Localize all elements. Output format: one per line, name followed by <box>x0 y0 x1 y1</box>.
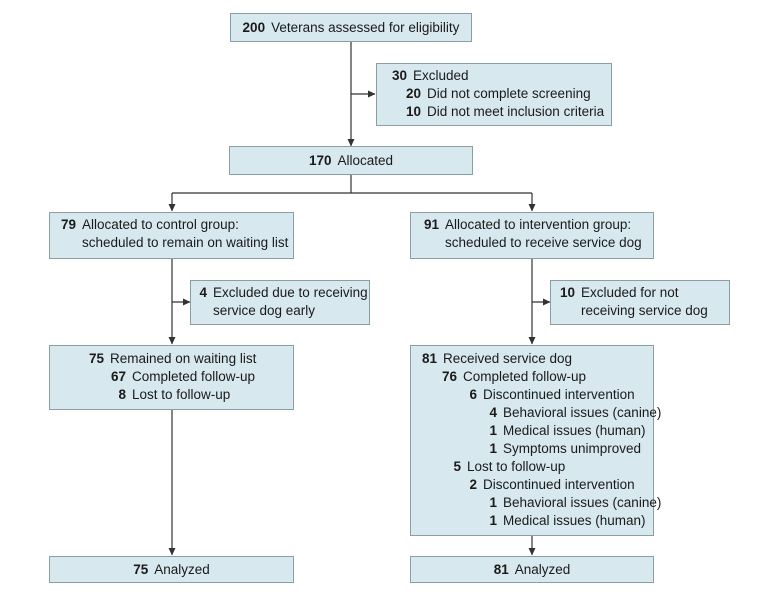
intervention-followup-count: 1 <box>489 495 497 510</box>
control-followup-count: 8 <box>118 387 126 402</box>
control-excluded-box: 4 Excluded due to receiving service dog e… <box>190 280 370 325</box>
control-followup-label: Lost to follow-up <box>132 387 231 402</box>
intervention-followup-item: 1 Medical issues (human) <box>419 422 645 440</box>
control-allocated-text-1: Allocated to control group: <box>82 217 239 232</box>
intervention-excluded-text-2: receiving service dog <box>581 303 708 318</box>
intervention-followup-label: Medical issues (human) <box>503 513 646 528</box>
excluded-item-count: 20 <box>405 86 421 101</box>
control-excluded-text-1: Excluded due to receiving <box>213 285 368 300</box>
assessed-box: 200 Veterans assessed for eligibility <box>230 13 472 42</box>
intervention-followup-count: 5 <box>453 459 461 474</box>
intervention-followup-count: 1 <box>489 423 497 438</box>
intervention-followup-label: Completed follow-up <box>463 369 587 384</box>
control-followup-count: 67 <box>110 369 126 384</box>
intervention-followup-count: 4 <box>489 405 497 420</box>
control-followup-label: Remained on waiting list <box>110 351 257 366</box>
intervention-followup-item: 76 Completed follow-up <box>419 368 645 386</box>
intervention-followup-count: 1 <box>489 513 497 528</box>
control-excluded-count: 4 <box>199 285 207 300</box>
excluded-label: Excluded <box>413 68 469 83</box>
intervention-excluded-line1: 10 Excluded for not <box>559 284 721 302</box>
excluded-item-label: Did not complete screening <box>427 86 591 101</box>
control-analyzed-count: 75 <box>133 562 149 577</box>
intervention-allocated-count: 91 <box>423 217 439 232</box>
control-allocated-box: 79 Allocated to control group: scheduled … <box>49 212 294 259</box>
control-followup-count: 75 <box>88 351 104 366</box>
excluded-header: 30 Excluded <box>385 67 603 85</box>
intervention-followup-item: 2 Discontinued intervention <box>419 476 645 494</box>
intervention-followup-label: Behavioral issues (canine) <box>503 495 662 510</box>
intervention-followup-count: 6 <box>469 387 477 402</box>
allocated-box: 170 Allocated <box>229 146 473 175</box>
intervention-followup-box: 81 Received service dog 76 Completed follo… <box>410 345 661 536</box>
allocated-count: 170 <box>308 153 332 168</box>
excluded-item: 20 Did not complete screening <box>385 85 603 103</box>
intervention-followup-count: 81 <box>421 351 437 366</box>
intervention-excluded-text-1: Excluded for not <box>581 285 679 300</box>
intervention-followup-item: 5 Lost to follow-up <box>419 458 645 476</box>
intervention-followup-label: Discontinued intervention <box>483 387 635 402</box>
intervention-followup-label: Medical issues (human) <box>503 423 646 438</box>
excluded-item-label: Did not meet inclusion criteria <box>427 104 605 119</box>
control-followup-label: Completed follow-up <box>132 369 256 384</box>
intervention-followup-count: 2 <box>469 477 477 492</box>
allocated-label: Allocated <box>337 153 394 168</box>
control-allocated-text-2: scheduled to remain on waiting list <box>82 235 289 250</box>
intervention-analyzed-box: 81 Analyzed <box>410 556 654 583</box>
intervention-followup-label: Behavioral issues (canine) <box>503 405 662 420</box>
intervention-analyzed-count: 81 <box>493 562 509 577</box>
control-followup-item: 75 Remained on waiting list <box>58 350 285 368</box>
excluded-count: 30 <box>391 68 407 83</box>
intervention-followup-label: Discontinued intervention <box>483 477 635 492</box>
intervention-analyzed-label: Analyzed <box>514 562 571 577</box>
intervention-followup-label: Received service dog <box>443 351 573 366</box>
intervention-followup-item: 1 Medical issues (human) <box>419 512 645 530</box>
excluded-item: 10 Did not meet inclusion criteria <box>385 103 605 121</box>
intervention-allocated-text-1: Allocated to intervention group: <box>445 217 632 232</box>
intervention-followup-item: 6 Discontinued intervention <box>419 386 645 404</box>
intervention-excluded-count: 10 <box>559 285 575 300</box>
intervention-allocated-text-2: scheduled to receive service dog <box>445 235 642 250</box>
intervention-allocated-line1: 91 Allocated to intervention group: <box>423 216 645 234</box>
control-analyzed-label: Analyzed <box>154 562 210 577</box>
control-followup-item: 67 Completed follow-up <box>58 368 285 386</box>
intervention-followup-item: 81 Received service dog <box>419 350 645 368</box>
excluded-item-count: 10 <box>405 104 421 119</box>
control-followup-box: 75 Remained on waiting list 67 Completed f… <box>49 345 294 410</box>
assessed-label: Veterans assessed for eligibility <box>271 20 460 35</box>
control-allocated-count: 79 <box>60 217 76 232</box>
control-followup-item: 8 Lost to follow-up <box>58 386 285 404</box>
intervention-followup-count: 76 <box>441 369 457 384</box>
intervention-followup-label: Lost to follow-up <box>467 459 566 474</box>
intervention-followup-item: 1 Behavioral issues (canine) <box>419 494 661 512</box>
control-excluded-text-2: service dog early <box>213 303 316 318</box>
control-analyzed-box: 75 Analyzed <box>49 556 294 583</box>
assessed-count: 200 <box>242 20 266 35</box>
intervention-followup-label: Symptoms unimproved <box>503 441 642 456</box>
intervention-excluded-box: 10 Excluded for not receiving service dog <box>550 280 730 325</box>
intervention-followup-count: 1 <box>489 441 497 456</box>
control-excluded-line1: 4 Excluded due to receiving <box>199 284 367 302</box>
intervention-followup-item: 4 Behavioral issues (canine) <box>419 404 661 422</box>
intervention-followup-item: 1 Symptoms unimproved <box>419 440 645 458</box>
control-allocated-line1: 79 Allocated to control group: <box>60 216 285 234</box>
intervention-allocated-box: 91 Allocated to intervention group: sched… <box>410 212 654 259</box>
